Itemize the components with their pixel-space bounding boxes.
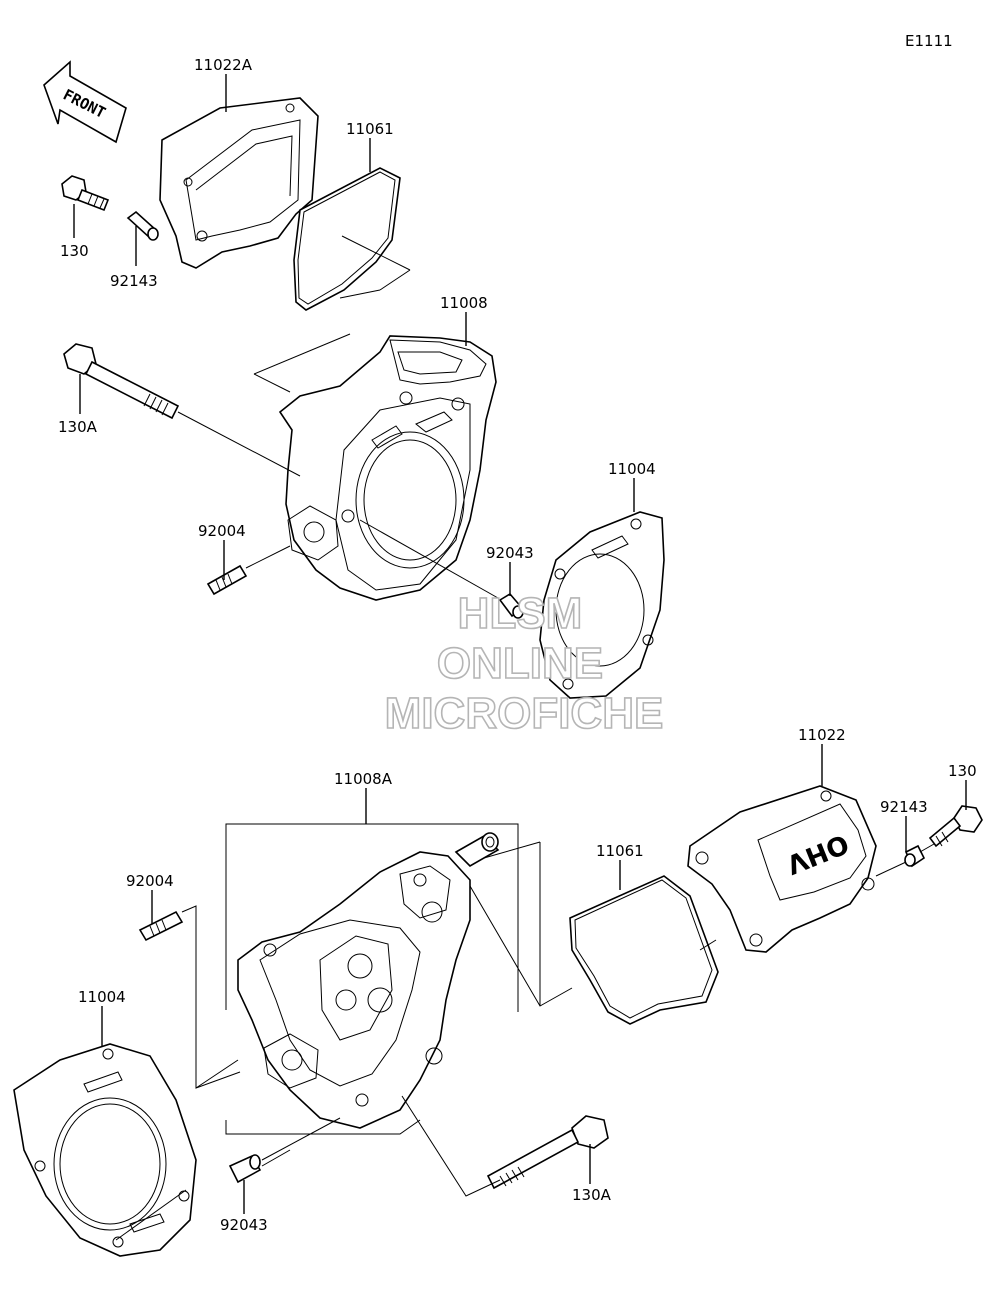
valve-cover-gasket-bottom (569, 875, 719, 1025)
callout-92143-bottom: 92143 (880, 798, 928, 816)
bolt-130A-bottom (486, 1115, 609, 1190)
callout-130A-bottom: 130A (572, 1186, 612, 1204)
dowel-92143-bottom (904, 844, 926, 868)
callout-92143-top: 92143 (110, 272, 158, 290)
dowel-92043-bottom (228, 1154, 262, 1184)
callout-11061-bottom: 11061 (596, 842, 644, 860)
cylinder-head-11008A (237, 851, 471, 1129)
valve-guide-part (454, 832, 500, 867)
callout-92043-top: 92043 (486, 544, 534, 562)
front-arrow-icon: FRONT (43, 60, 127, 144)
head-assembly-bracket (225, 823, 519, 1135)
bolt-130A-top (63, 343, 180, 420)
cylinder-11008 (278, 335, 497, 601)
callout-11022: 11022 (798, 726, 846, 744)
callout-11022A: 11022A (194, 56, 253, 74)
callout-11008A: 11008A (334, 770, 393, 788)
dowel-92043-top (498, 592, 524, 619)
callout-11008: 11008 (440, 294, 488, 312)
callout-130-bottom: 130 (948, 762, 977, 780)
callout-11061-top: 11061 (346, 120, 394, 138)
callout-11004-bottom: 11004 (78, 988, 126, 1006)
watermark-line-1: HLSM (458, 589, 583, 638)
head-gasket-bottom (13, 1043, 197, 1257)
watermark-line-3: MICROFICHE (385, 689, 664, 738)
callout-130A-top: 130A (58, 418, 98, 436)
stud-92004-bottom (138, 910, 184, 942)
callout-92004-top: 92004 (198, 522, 246, 540)
head-gasket-top (539, 511, 665, 699)
bolt-130-top (61, 175, 110, 212)
stud-92004-top (206, 564, 248, 596)
callout-130-top: 130 (60, 242, 89, 260)
valve-cover-top (159, 97, 319, 269)
assembly-lines-top (177, 235, 499, 599)
callout-92004-bottom: 92004 (126, 872, 174, 890)
diagram-code: E1111 (905, 32, 953, 50)
bolt-130-bottom (928, 805, 983, 848)
watermark-line-2: ONLINE (437, 639, 603, 688)
callout-leaders (73, 74, 967, 1214)
callout-92043-bottom: 92043 (220, 1216, 268, 1234)
callout-11004-top: 11004 (608, 460, 656, 478)
watermark: HLSM ONLINE MICROFICHE (384, 588, 664, 739)
dowel-92143-top (126, 210, 159, 241)
valve-cover-bottom: OHV (687, 785, 877, 953)
callout-labels: 11022A 11061 130 92143 11008 130A 92004 … (58, 56, 977, 1234)
assembly-lines-bottom (115, 841, 935, 1241)
